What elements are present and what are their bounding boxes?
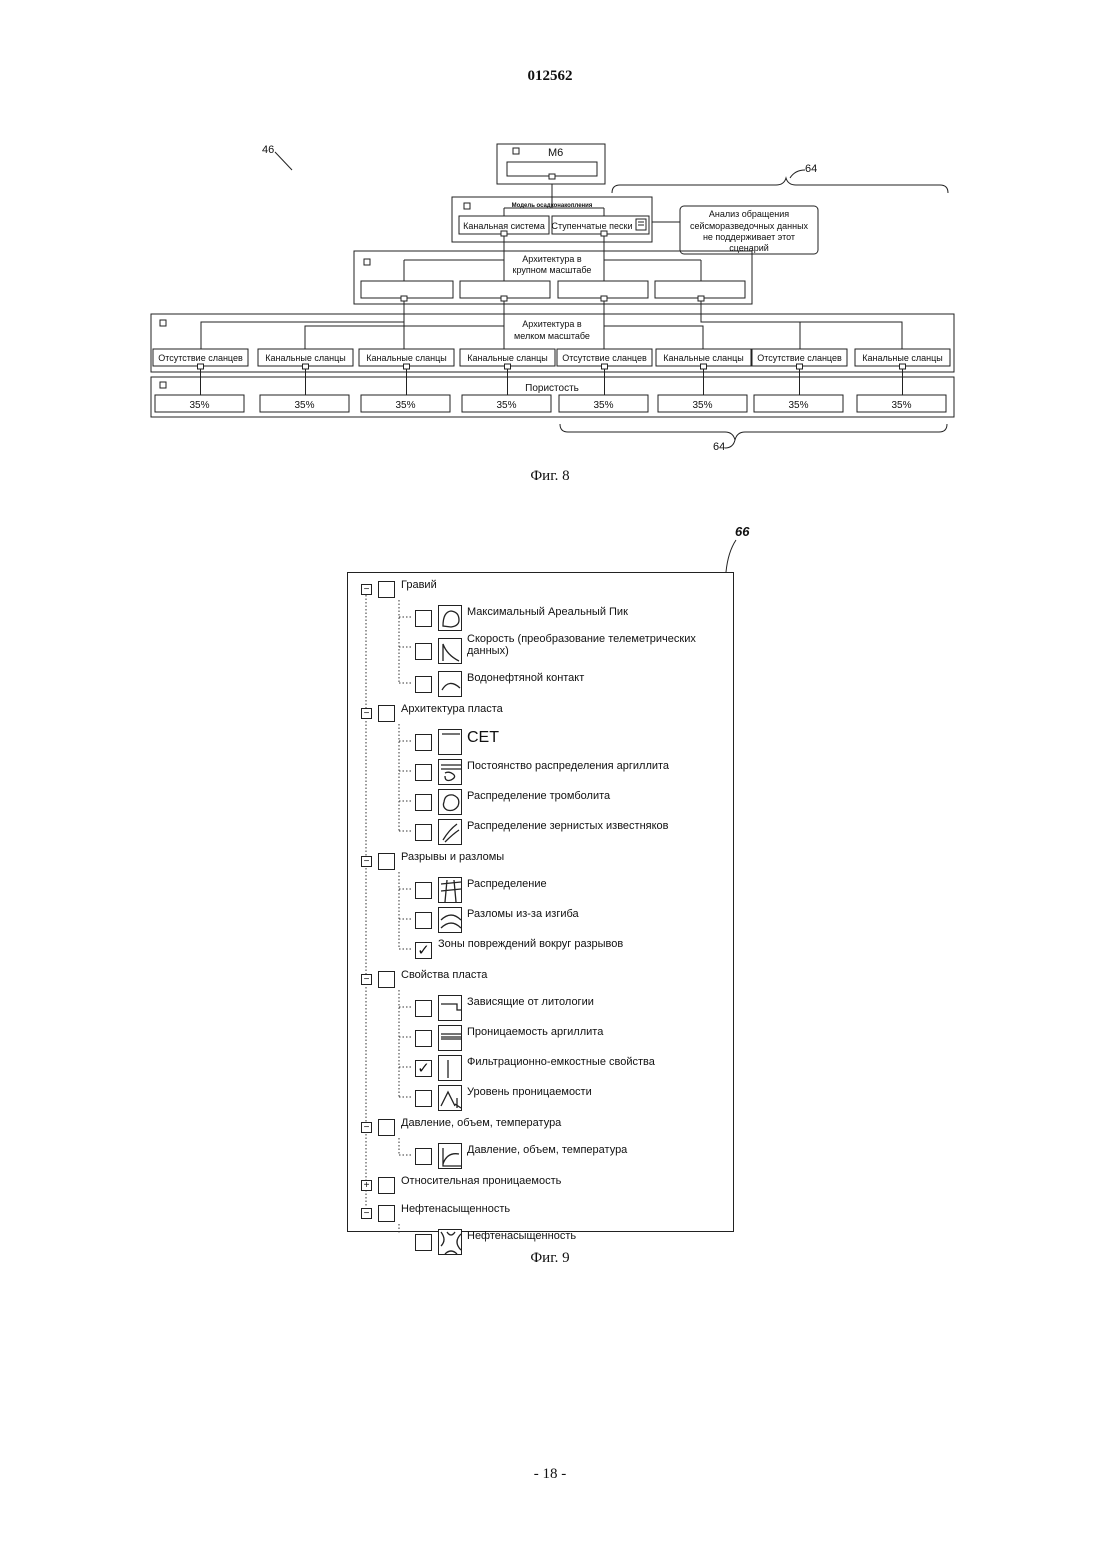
mudstone-icon xyxy=(438,759,462,785)
tree-item-label: Давление, объем, температура xyxy=(467,1144,717,1156)
tree-item-checkbox[interactable] xyxy=(415,1000,432,1017)
tree-item-row: Зависящие от литологии xyxy=(415,994,717,1022)
tree-item-row: Распределение тромболита xyxy=(415,788,717,816)
fold-icon xyxy=(438,907,462,933)
tree-group-checkbox[interactable] xyxy=(378,581,395,598)
tree-group-label: Давление, объем, температура xyxy=(401,1117,561,1129)
tree-item-label: Распределение тромболита xyxy=(467,790,717,802)
tree-item-label: Скорость (преобразование телеметрических… xyxy=(467,633,717,657)
tree-item-label: Зоны повреждений вокруг разрывов xyxy=(438,938,688,950)
tree-item-label: Фильтрационно-емкостные свойства xyxy=(467,1056,717,1068)
tree-item-label: Распределение xyxy=(467,878,717,890)
fig9-caption: Фиг. 9 xyxy=(0,1250,1100,1267)
tree-group-row: − Давление, объем, температура xyxy=(361,1116,561,1138)
fig9-ref-leader xyxy=(0,0,1100,580)
tree-item-row: Разломы из-за изгиба xyxy=(415,906,717,934)
thrombolite-icon xyxy=(438,789,462,815)
layer-icon xyxy=(438,1025,462,1051)
tree-group-checkbox[interactable] xyxy=(378,705,395,722)
tree-item-label: Зависящие от литологии xyxy=(467,996,717,1008)
peak-icon xyxy=(438,605,462,631)
tree-item-row: Проницаемость аргиллита xyxy=(415,1024,717,1052)
tree-item-row: Водонефтяной контакт xyxy=(415,670,717,698)
tree-group-row: − Гравий xyxy=(361,578,437,600)
tree-item-label: Нефтенасыщенность xyxy=(467,1230,717,1242)
collapse-icon[interactable]: − xyxy=(361,974,372,985)
velocity-icon xyxy=(438,638,462,664)
collapse-icon[interactable]: − xyxy=(361,584,372,595)
checked-checkbox[interactable]: ✓ xyxy=(415,942,432,959)
tree-item-checkbox[interactable] xyxy=(415,676,432,693)
check-mark-icon: ✓ xyxy=(417,942,430,959)
collapse-icon[interactable]: − xyxy=(361,856,372,867)
tree-item-checkbox[interactable] xyxy=(415,912,432,929)
tree-item-checkbox[interactable] xyxy=(415,764,432,781)
tree-item-row: CET xyxy=(415,728,499,756)
contact-icon xyxy=(438,671,462,697)
tree-item-label: Разломы из-за изгиба xyxy=(467,908,717,920)
tree-item-row: ✓ Зоны повреждений вокруг разрывов xyxy=(415,936,688,964)
check-mark-icon: ✓ xyxy=(417,1060,430,1077)
tree-group-row: − Нефтенасыщенность xyxy=(361,1202,510,1224)
tree-group-checkbox[interactable] xyxy=(378,1177,395,1194)
tree-item-row: ✓ Фильтрационно-емкостные свойства xyxy=(415,1054,717,1082)
tree-group-label: Архитектура пласта xyxy=(401,703,503,715)
triangle-icon xyxy=(438,1085,462,1111)
bar-icon xyxy=(438,1055,462,1081)
tree-item-checkbox[interactable] xyxy=(415,1234,432,1251)
tree-group-label: Нефтенасыщенность xyxy=(401,1203,510,1215)
tree-item-label: Максимальный Ареальный Пик xyxy=(467,606,717,618)
collapse-icon[interactable]: − xyxy=(361,1208,372,1219)
tree-item-label: CET xyxy=(467,732,499,744)
tree-group-label: Относительная проницаемость xyxy=(401,1175,561,1187)
tree-item-label: Уровень проницаемости xyxy=(467,1086,717,1098)
tree-item-checkbox[interactable] xyxy=(415,643,432,660)
page-number: - 18 - xyxy=(0,1466,1100,1483)
step-icon xyxy=(438,995,462,1021)
tree-group-checkbox[interactable] xyxy=(378,853,395,870)
tree-item-label: Проницаемость аргиллита xyxy=(467,1026,717,1038)
tree-group-checkbox[interactable] xyxy=(378,971,395,988)
tree-item-row: Скорость (преобразование телеметрических… xyxy=(415,634,717,668)
tree-item-checkbox[interactable] xyxy=(415,734,432,751)
tree-group-checkbox[interactable] xyxy=(378,1205,395,1222)
tree-item-checkbox[interactable] xyxy=(415,1148,432,1165)
fracture-grid-icon xyxy=(438,877,462,903)
tree-item-checkbox[interactable] xyxy=(415,1030,432,1047)
tree-item-row: Постоянство распределения аргиллита xyxy=(415,758,717,786)
cet-icon xyxy=(438,729,462,755)
tree-item-row: Уровень проницаемости xyxy=(415,1084,717,1112)
tree-item-label: Водонефтяной контакт xyxy=(467,672,717,684)
tree-item-checkbox[interactable] xyxy=(415,610,432,627)
tree-item-checkbox[interactable] xyxy=(415,882,432,899)
collapse-icon[interactable]: − xyxy=(361,708,372,719)
tree-group-checkbox[interactable] xyxy=(378,1119,395,1136)
tree-item-row: Давление, объем, температура xyxy=(415,1142,717,1170)
tree-item-checkbox[interactable] xyxy=(415,1090,432,1107)
checked-checkbox[interactable]: ✓ xyxy=(415,1060,432,1077)
tree-group-row: − Разрывы и разломы xyxy=(361,850,504,872)
tree-item-row: Распределение xyxy=(415,876,717,904)
tree-group-label: Разрывы и разломы xyxy=(401,851,504,863)
tree-group-row: + Относительная проницаемость xyxy=(361,1174,561,1196)
tree-item-checkbox[interactable] xyxy=(415,824,432,841)
curve-icon xyxy=(438,1143,462,1169)
tree-item-label: Распределение зернистых известняков xyxy=(467,820,717,832)
tree-group-label: Свойства пласта xyxy=(401,969,487,981)
tree-item-row: Распределение зернистых известняков xyxy=(415,818,717,846)
collapse-icon[interactable]: − xyxy=(361,1122,372,1133)
fig9-tree-panel: − ГравийМаксимальный Ареальный ПикСкорост… xyxy=(347,572,734,1232)
tree-item-checkbox[interactable] xyxy=(415,794,432,811)
expand-icon[interactable]: + xyxy=(361,1180,372,1191)
tree-group-label: Гравий xyxy=(401,579,437,591)
tree-item-row: Максимальный Ареальный Пик xyxy=(415,604,717,632)
grainstone-icon xyxy=(438,819,462,845)
tree-group-row: − Архитектура пласта xyxy=(361,702,503,724)
tree-item-label: Постоянство распределения аргиллита xyxy=(467,760,717,772)
tree-group-row: − Свойства пласта xyxy=(361,968,487,990)
